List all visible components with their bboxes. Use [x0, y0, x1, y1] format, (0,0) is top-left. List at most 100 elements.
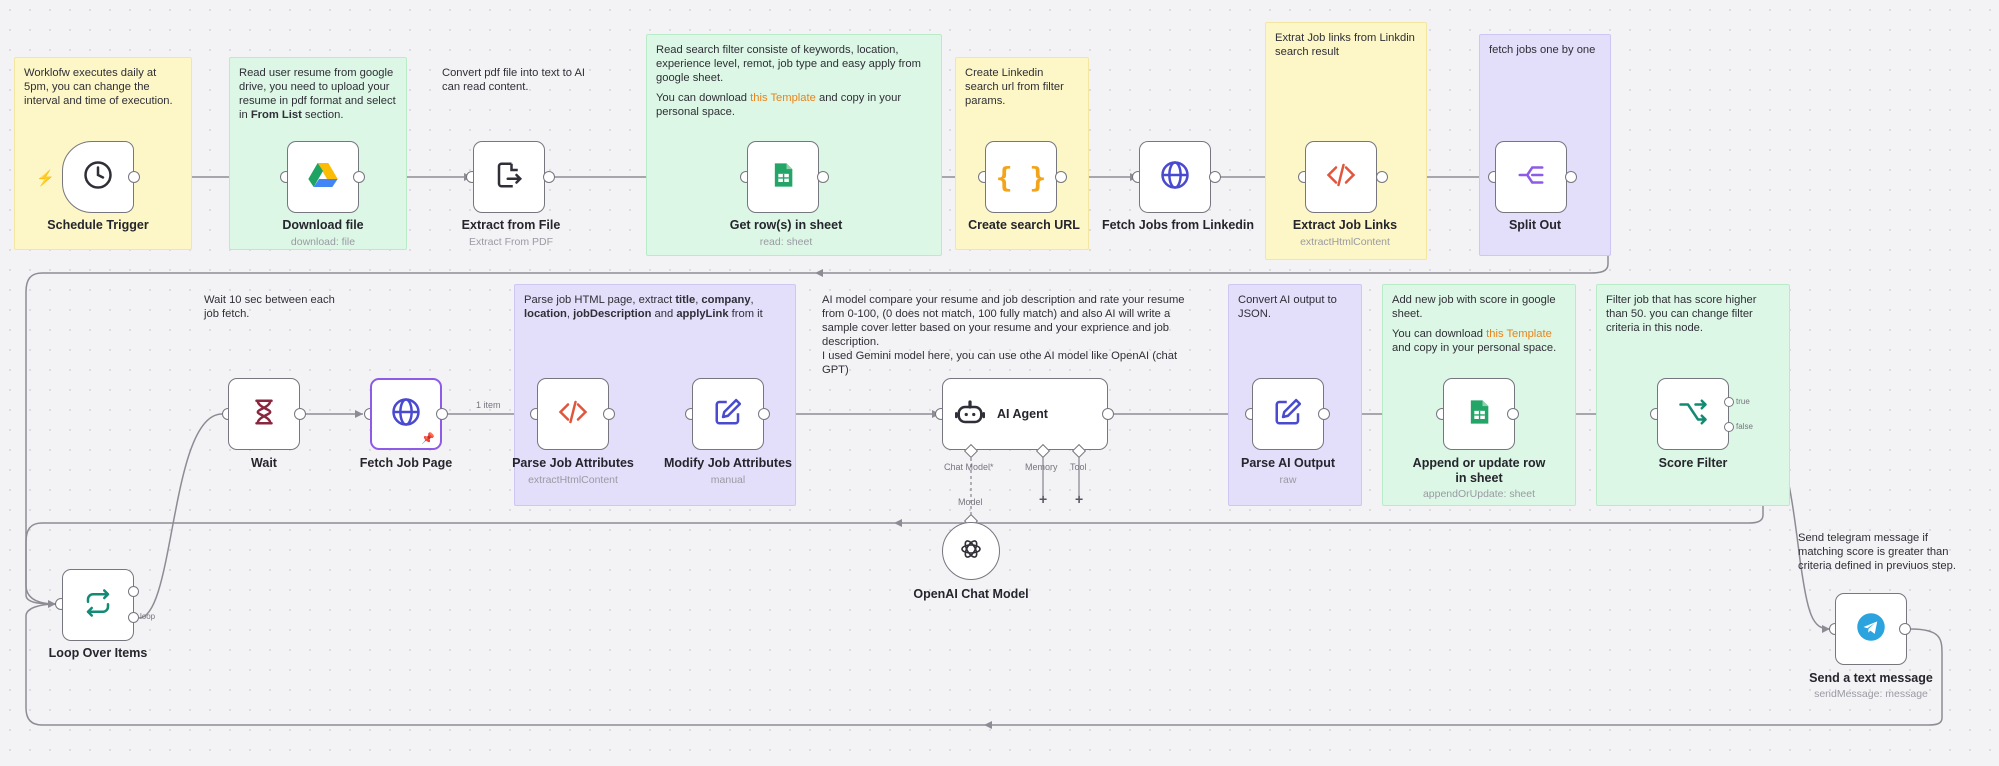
- parse-ai-output-sub: raw: [1279, 474, 1297, 486]
- pencil-icon: [1273, 397, 1303, 432]
- note-download-text: Read user resume from google drive, you …: [239, 67, 396, 121]
- loop-loop-port[interactable]: [128, 612, 139, 623]
- loop-done-port[interactable]: [128, 586, 139, 597]
- create-search-url-node[interactable]: { }: [985, 141, 1057, 213]
- parse-ai-output-node[interactable]: [1252, 378, 1324, 450]
- clock-icon: [83, 160, 113, 195]
- note-wait-text: Wait 10 sec between each job fetch.: [204, 294, 335, 320]
- note-sheet-p1: Read search filter consiste of keywords,…: [656, 44, 921, 84]
- note-extract: Convert pdf file into text to AI can rea…: [432, 57, 610, 250]
- getrows-output-port[interactable]: [817, 171, 829, 183]
- append-row-sub: appendOrUpdate: sheet: [1422, 488, 1536, 500]
- openai-chat-model-label: OpenAI Chat Model: [913, 587, 1029, 601]
- get-rows-label: Get row(s) in sheet: [729, 218, 843, 232]
- ai-agent-label: AI Agent: [997, 407, 1048, 421]
- curly-braces-icon: { }: [995, 160, 1047, 194]
- split-out-node[interactable]: [1495, 141, 1567, 213]
- get-rows-node[interactable]: [747, 141, 819, 213]
- note-append: Add new job with score in google sheet. …: [1382, 284, 1576, 506]
- globe-icon: [1160, 160, 1190, 195]
- fetch-job-page-node[interactable]: 📌: [370, 378, 442, 450]
- splitout-output-port[interactable]: [1565, 171, 1577, 183]
- parseai-output-port[interactable]: [1318, 408, 1330, 420]
- items-count-label: 1 item: [476, 400, 501, 410]
- fetchjobs-output-port[interactable]: [1209, 171, 1221, 183]
- send-text-message-node[interactable]: [1835, 593, 1907, 665]
- parse-ai-output-label: Parse AI Output: [1241, 456, 1335, 470]
- filter-branch-icon: [1678, 397, 1708, 432]
- google-sheets-icon: [769, 159, 797, 196]
- note-split-text: fetch jobs one by one: [1489, 44, 1596, 56]
- pin-icon: 📌: [421, 433, 435, 445]
- aiagent-output-port[interactable]: [1102, 408, 1114, 420]
- fetchpage-output-port[interactable]: [436, 408, 448, 420]
- parseattrs-output-port[interactable]: [603, 408, 615, 420]
- true-branch-label: true: [1736, 397, 1750, 406]
- note-ai-p2: I used Gemini model here, you can use ot…: [822, 350, 1178, 376]
- schedule-output-port[interactable]: [128, 171, 140, 183]
- note-extract-links-text: Extrat Job links from Linkdin search res…: [1275, 32, 1415, 58]
- memory-port-label: Memory: [1025, 462, 1058, 472]
- wait-node[interactable]: [228, 378, 300, 450]
- extract-output-port[interactable]: [543, 171, 555, 183]
- wait-label: Wait: [251, 456, 277, 470]
- template-link[interactable]: this Template: [1486, 328, 1552, 340]
- add-memory-button[interactable]: +: [1039, 491, 1048, 507]
- modify-job-attributes-label: Modify Job Attributes: [663, 456, 792, 470]
- split-out-label: Split Out: [1508, 218, 1562, 232]
- create-search-url-label: Create search URL: [968, 218, 1080, 232]
- send-text-message-label: Send a text message: [1809, 671, 1933, 685]
- false-branch-label: false: [1736, 422, 1753, 431]
- download-file-sub: download: file: [290, 236, 356, 248]
- score-true-port[interactable]: [1724, 397, 1734, 407]
- note-ai: AI model compare your resume and job des…: [812, 284, 1212, 384]
- append-output-port[interactable]: [1507, 408, 1519, 420]
- file-export-icon: [494, 160, 524, 195]
- score-false-port[interactable]: [1724, 422, 1734, 432]
- wait-output-port[interactable]: [294, 408, 306, 420]
- extract-job-links-label: Extract Job Links: [1292, 218, 1398, 232]
- fetch-jobs-node[interactable]: [1139, 141, 1211, 213]
- loop-branch-label: loop: [140, 612, 156, 621]
- note-sheet: Read search filter consiste of keywords,…: [646, 34, 942, 256]
- append-row-node[interactable]: [1443, 378, 1515, 450]
- telegram-icon: [1856, 612, 1886, 647]
- note-parse-ai-text: Convert AI output to JSON.: [1238, 294, 1337, 320]
- fetch-job-page-label: Fetch Job Page: [359, 456, 453, 470]
- score-filter-node[interactable]: [1657, 378, 1729, 450]
- extract-from-file-node[interactable]: [473, 141, 545, 213]
- ai-agent-node[interactable]: AI Agent: [942, 378, 1108, 450]
- loop-icon: [83, 588, 113, 623]
- schedule-trigger-label: Schedule Trigger: [47, 218, 149, 232]
- get-rows-sub: read: sheet: [759, 236, 813, 248]
- note-append-p1: Add new job with score in google sheet.: [1392, 294, 1556, 320]
- append-row-label: Append or update row in sheet: [1412, 456, 1546, 485]
- extract-job-links-node[interactable]: [1305, 141, 1377, 213]
- note-telegram: Send telegram message if matching score …: [1788, 522, 1966, 592]
- score-filter-label: Score Filter: [1658, 456, 1728, 470]
- google-sheets-icon: [1465, 396, 1493, 433]
- loop-over-items-node[interactable]: [62, 569, 134, 641]
- modify-job-attributes-node[interactable]: [692, 378, 764, 450]
- fetch-jobs-label: Fetch Jobs from Linkedin: [1101, 218, 1255, 232]
- note-extract-text: Convert pdf file into text to AI can rea…: [442, 67, 586, 93]
- parse-job-attributes-sub: extractHtmlContent: [528, 474, 618, 486]
- openai-chat-model-node[interactable]: [942, 522, 1000, 580]
- globe-icon: [391, 397, 421, 432]
- parse-job-attributes-node[interactable]: [537, 378, 609, 450]
- openai-icon: [959, 537, 983, 566]
- trigger-bolt-icon: ⚡: [36, 170, 55, 187]
- template-link[interactable]: this Template: [750, 92, 816, 104]
- searchurl-output-port[interactable]: [1055, 171, 1067, 183]
- add-tool-button[interactable]: +: [1075, 491, 1084, 507]
- extract-from-file-sub: Extract From PDF: [468, 236, 553, 248]
- download-file-label: Download file: [282, 218, 364, 232]
- download-file-node[interactable]: [287, 141, 359, 213]
- code-icon: [1326, 160, 1356, 195]
- extractlinks-output-port[interactable]: [1376, 171, 1388, 183]
- download-output-port[interactable]: [353, 171, 365, 183]
- modifyattrs-output-port[interactable]: [758, 408, 770, 420]
- schedule-trigger-node[interactable]: [62, 141, 134, 213]
- telegram-output-port[interactable]: [1899, 623, 1911, 635]
- tool-port-label: Tool: [1070, 462, 1087, 472]
